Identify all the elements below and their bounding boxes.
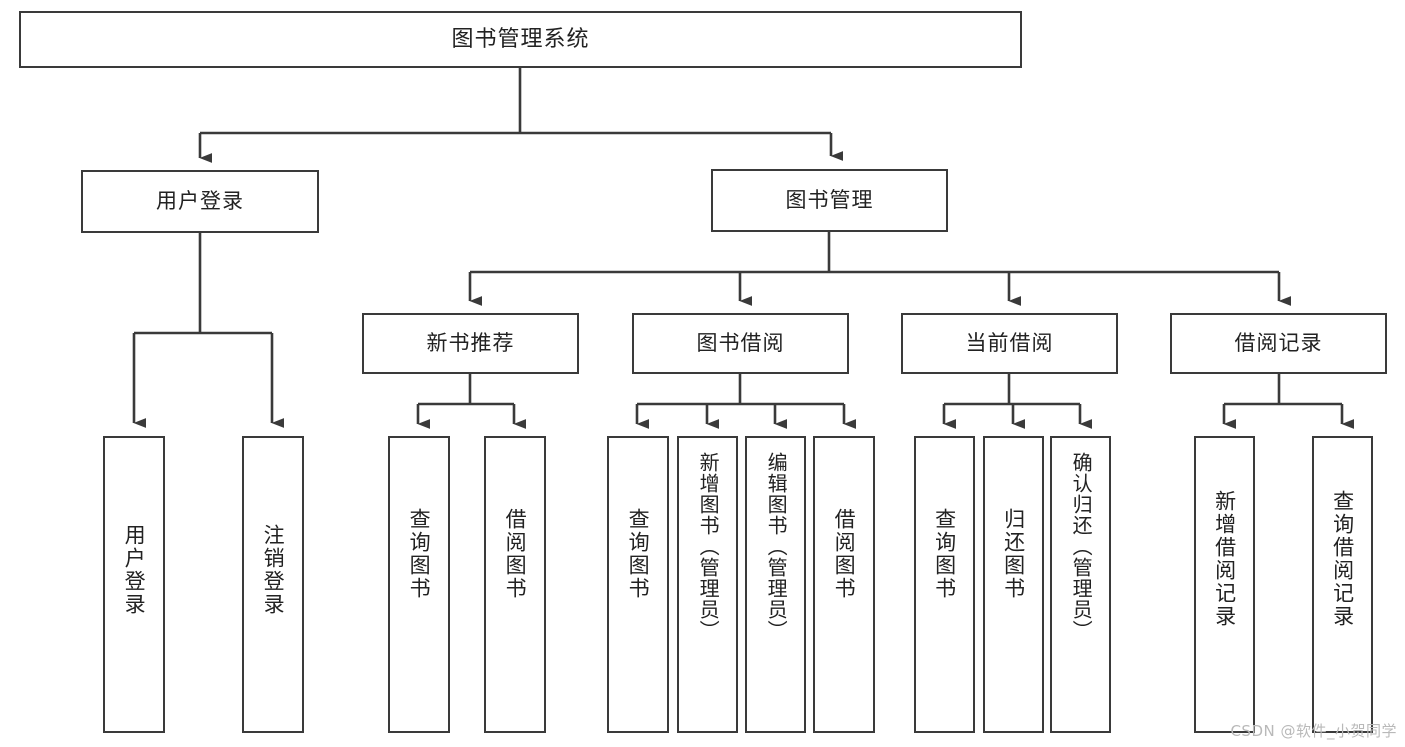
node-borrow-record-label: 借阅记录 bbox=[1234, 331, 1323, 355]
node-leaf-logout-label: 注销登录 bbox=[261, 524, 286, 616]
node-book-borrow-label: 图书借阅 bbox=[696, 331, 785, 355]
node-leaf-confirm-return[interactable]: 确认归还（管理员） bbox=[1050, 436, 1111, 733]
node-leaf-logout[interactable]: 注销登录 bbox=[242, 436, 304, 733]
node-leaf-add-record-label: 新增借阅记录 bbox=[1212, 490, 1237, 628]
node-leaf-edit-book[interactable]: 编辑图书（管理员） bbox=[745, 436, 806, 733]
node-leaf-query-record-label: 查询借阅记录 bbox=[1330, 490, 1355, 628]
node-user-login-label: 用户登录 bbox=[156, 189, 244, 213]
node-leaf-edit-book-label: 编辑图书（管理员） bbox=[764, 452, 789, 641]
node-leaf-query-book-3-label: 查询图书 bbox=[932, 508, 957, 600]
node-leaf-borrow-book-2-label: 借阅图书 bbox=[832, 508, 857, 600]
node-leaf-add-record[interactable]: 新增借阅记录 bbox=[1194, 436, 1255, 733]
node-leaf-user-login[interactable]: 用户登录 bbox=[103, 436, 165, 733]
node-leaf-borrow-book-1[interactable]: 借阅图书 bbox=[484, 436, 546, 733]
node-leaf-borrow-book-1-label: 借阅图书 bbox=[503, 508, 528, 600]
node-book-manage[interactable]: 图书管理 bbox=[711, 169, 948, 232]
node-current-borrow[interactable]: 当前借阅 bbox=[901, 313, 1118, 374]
node-book-borrow[interactable]: 图书借阅 bbox=[632, 313, 849, 374]
node-leaf-query-book-3[interactable]: 查询图书 bbox=[914, 436, 975, 733]
node-leaf-query-book-2-label: 查询图书 bbox=[626, 508, 651, 600]
node-leaf-query-book-1[interactable]: 查询图书 bbox=[388, 436, 450, 733]
node-leaf-user-login-label: 用户登录 bbox=[122, 524, 147, 616]
node-leaf-query-book-1-label: 查询图书 bbox=[407, 508, 432, 600]
node-leaf-query-record[interactable]: 查询借阅记录 bbox=[1312, 436, 1373, 733]
node-root[interactable]: 图书管理系统 bbox=[19, 11, 1022, 68]
node-borrow-record[interactable]: 借阅记录 bbox=[1170, 313, 1387, 374]
node-root-label: 图书管理系统 bbox=[451, 26, 590, 52]
node-leaf-add-book[interactable]: 新增图书（管理员） bbox=[677, 436, 738, 733]
node-leaf-add-book-label: 新增图书（管理员） bbox=[696, 452, 721, 641]
node-leaf-query-book-2[interactable]: 查询图书 bbox=[607, 436, 669, 733]
node-leaf-return-book-label: 归还图书 bbox=[1001, 508, 1026, 600]
node-leaf-return-book[interactable]: 归还图书 bbox=[983, 436, 1044, 733]
node-book-manage-label: 图书管理 bbox=[785, 188, 874, 212]
node-leaf-borrow-book-2[interactable]: 借阅图书 bbox=[813, 436, 875, 733]
node-user-login[interactable]: 用户登录 bbox=[81, 170, 319, 233]
node-new-book-rec[interactable]: 新书推荐 bbox=[362, 313, 579, 374]
node-new-book-rec-label: 新书推荐 bbox=[426, 331, 515, 355]
node-leaf-confirm-return-label: 确认归还（管理员） bbox=[1069, 452, 1094, 641]
node-current-borrow-label: 当前借阅 bbox=[965, 331, 1054, 355]
